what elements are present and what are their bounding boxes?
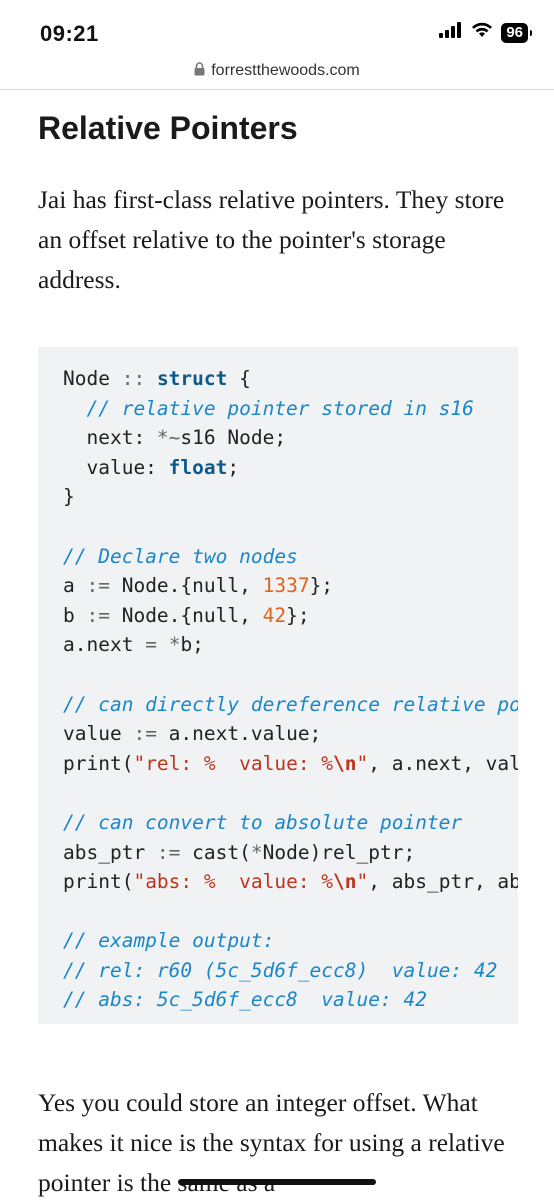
- code-token-str: ": [356, 870, 369, 894]
- code-token-cm: // Declare two nodes: [63, 544, 298, 568]
- code-token-str: "abs: % value: %: [133, 870, 334, 894]
- code-line: [63, 660, 518, 690]
- code-line: [63, 512, 518, 542]
- address-bar[interactable]: forrestthewoods.com: [0, 56, 554, 86]
- code-line: b := Node.{null, 42};: [63, 601, 518, 631]
- code-token-plain: print(: [63, 751, 134, 775]
- section-heading: Relative Pointers: [38, 110, 298, 146]
- code-token-cm: // can directly dereference relative poi…: [63, 692, 518, 716]
- code-token-cm: // abs: 5c_5d6f_ecc8 value: 42: [63, 988, 427, 1012]
- code-token-plain: a.next: [63, 633, 146, 657]
- code-token-plain: cast(: [180, 840, 251, 864]
- code-token-op: :=: [86, 574, 110, 598]
- code-token-str: "rel: % value: %: [133, 751, 334, 775]
- code-line: value: float;: [63, 453, 518, 483]
- code-token-plain: a: [63, 574, 87, 598]
- code-line: // rel: r60 (5c_5d6f_ecc8) value: 42: [63, 956, 518, 986]
- code-token-op: =: [145, 633, 157, 657]
- code-token-cm: // example output:: [63, 929, 275, 953]
- code-token-plain: abs_ptr: [63, 840, 157, 864]
- code-token-esc: \n: [333, 751, 357, 775]
- code-line: }: [63, 482, 518, 512]
- status-icons: 96: [439, 22, 532, 43]
- code-token-op: :=: [133, 722, 157, 746]
- code-token-plain: [145, 367, 157, 390]
- code-token-op: ::: [121, 367, 146, 390]
- code-token-plain: ;: [227, 455, 240, 479]
- code-token-plain: Node: [63, 367, 122, 390]
- lock-icon: [194, 61, 205, 81]
- code-token-cm: // rel: r60 (5c_5d6f_ecc8) value: 42: [63, 958, 498, 982]
- code-token-plain: next:: [63, 426, 157, 450]
- code-line: a := Node.{null, 1337};: [63, 571, 518, 601]
- code-token-plain: [157, 633, 169, 656]
- code-token-plain: a.next.value;: [156, 722, 322, 746]
- code-token-kw: float: [168, 455, 228, 479]
- code-token-num: 1337: [262, 574, 310, 598]
- home-indicator[interactable]: [178, 1179, 376, 1185]
- code-token-plain: , a.next, value);: [368, 751, 518, 775]
- code-token-num: 42: [262, 603, 287, 627]
- code-content: Node :: struct { // relative pointer sto…: [63, 364, 518, 1015]
- signal-icon: [439, 22, 463, 43]
- code-token-cm: // relative pointer stored in s16: [63, 396, 474, 420]
- code-line: [63, 778, 518, 808]
- code-token-plain: b;: [180, 633, 204, 657]
- code-line: // example output:: [63, 926, 518, 956]
- code-line: // can directly dereference relative poi…: [63, 690, 518, 720]
- code-token-cm: // can convert to absolute pointer: [63, 810, 463, 834]
- wifi-icon: [471, 22, 493, 43]
- code-token-plain: };: [309, 574, 334, 598]
- code-token-plain: print(: [63, 870, 134, 894]
- code-token-op: *~: [156, 426, 181, 450]
- code-token-plain: Node)rel_ptr;: [262, 840, 416, 864]
- followup-paragraph: Yes you could store an integer offset. W…: [38, 1088, 505, 1197]
- url-text[interactable]: forrestthewoods.com: [211, 62, 360, 79]
- code-line: // Declare two nodes: [63, 542, 518, 572]
- code-line: value := a.next.value;: [63, 719, 518, 749]
- code-token-str: ": [356, 751, 369, 775]
- code-line: print("abs: % value: %\n", abs_ptr, abs_…: [63, 867, 518, 897]
- code-token-plain: }: [63, 485, 75, 509]
- code-line: a.next = *b;: [63, 630, 518, 660]
- code-token-plain: value: [63, 722, 134, 746]
- code-token-op: *: [168, 633, 181, 657]
- code-token-plain: b: [63, 603, 87, 627]
- code-token-plain: };: [286, 603, 310, 627]
- code-token-plain: {: [227, 367, 251, 390]
- code-token-plain: Node.{null,: [109, 574, 263, 598]
- code-token-kw: struct: [156, 367, 228, 390]
- address-bar-divider: [0, 89, 554, 90]
- code-token-plain: Node.{null,: [109, 603, 263, 627]
- code-block[interactable]: Node :: struct { // relative pointer sto…: [38, 347, 518, 1024]
- code-token-plain: , abs_ptr, abs_ptr.value);: [368, 870, 518, 894]
- battery-icon: 96: [501, 22, 532, 43]
- code-line: print("rel: % value: %\n", a.next, value…: [63, 749, 518, 779]
- code-line: [63, 897, 518, 927]
- code-line: next: *~s16 Node;: [63, 423, 518, 453]
- code-token-op: *: [250, 840, 263, 864]
- code-token-plain: s16 Node;: [180, 426, 287, 450]
- code-token-esc: \n: [333, 870, 357, 894]
- code-line: Node :: struct {: [63, 364, 518, 394]
- intro-paragraph: Jai has first-class relative pointers. T…: [38, 185, 505, 294]
- code-token-op: :=: [156, 840, 181, 864]
- code-line: // can convert to absolute pointer: [63, 808, 518, 838]
- code-token-plain: value:: [63, 455, 169, 479]
- code-line: abs_ptr := cast(*Node)rel_ptr;: [63, 838, 518, 868]
- status-time: 09:21: [40, 21, 99, 46]
- code-line: // abs: 5c_5d6f_ecc8 value: 42: [63, 985, 518, 1015]
- status-bar: 09:21 96: [0, 0, 554, 56]
- code-line: // relative pointer stored in s16: [63, 394, 518, 424]
- code-token-op: :=: [86, 603, 110, 627]
